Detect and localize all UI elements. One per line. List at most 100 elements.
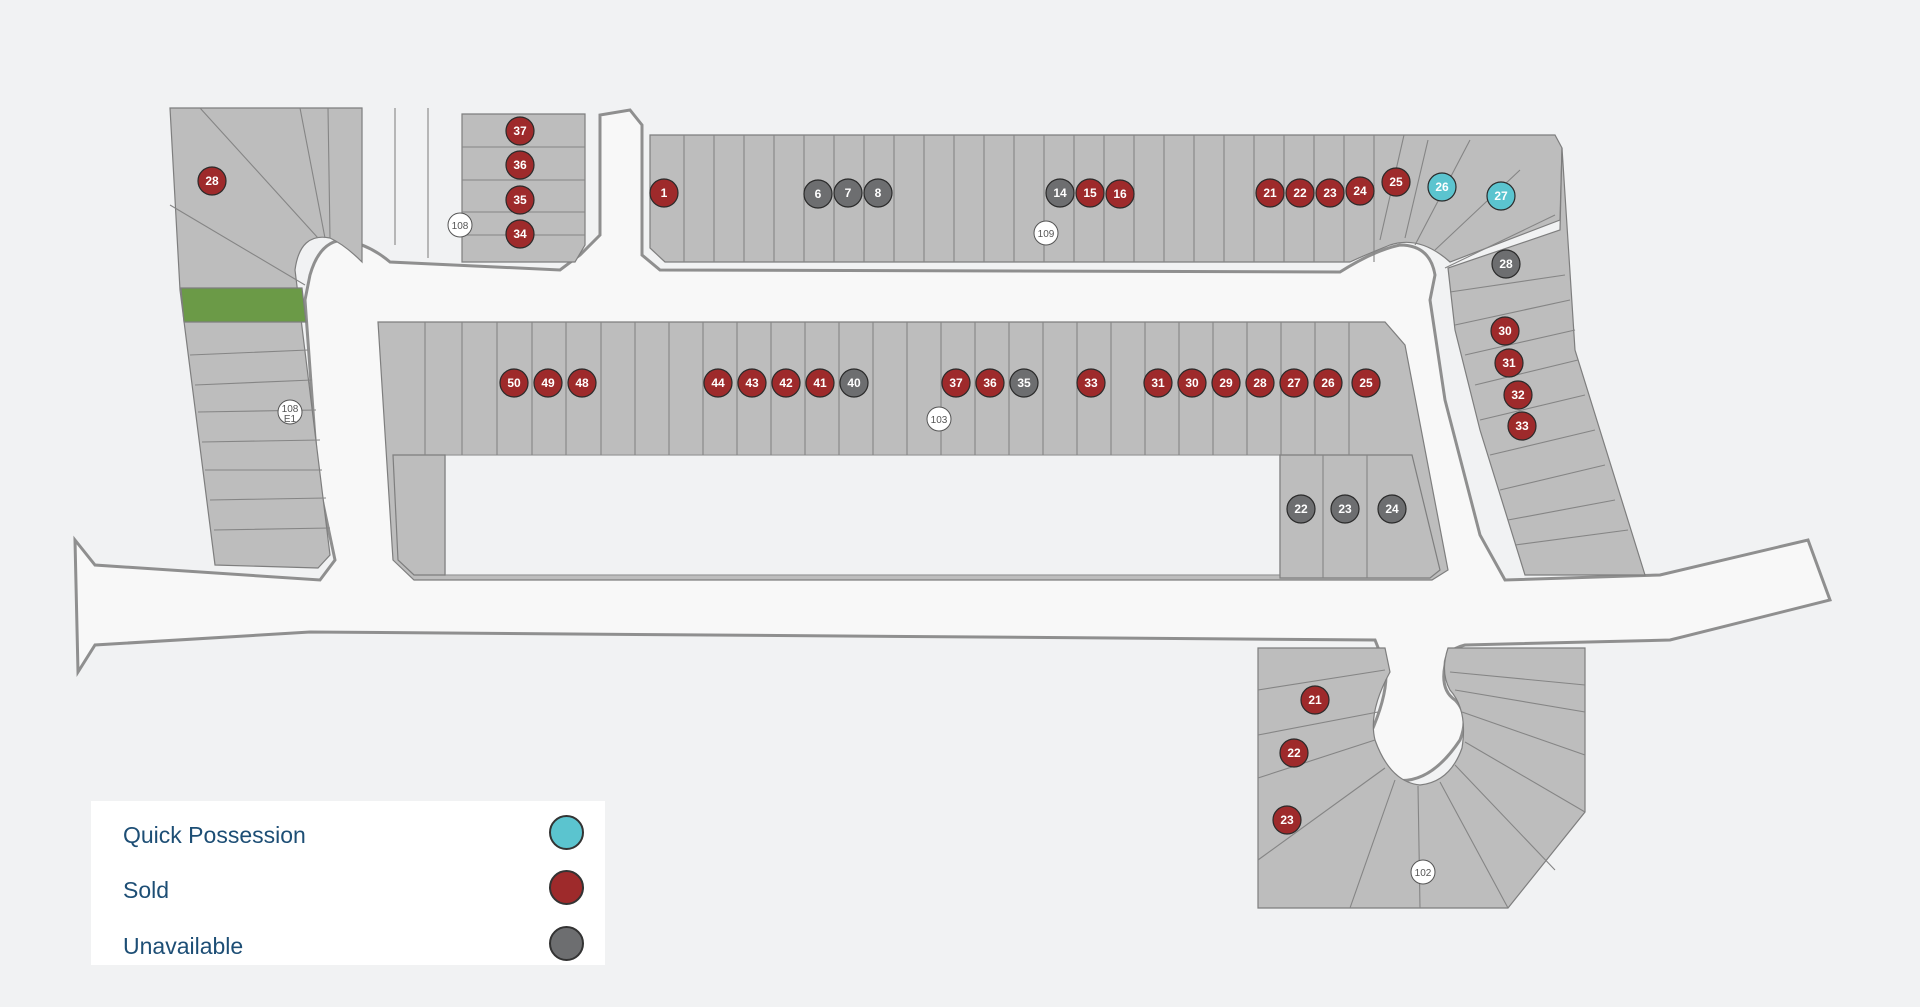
lot-marker-north-row-24[interactable]: 24	[1345, 176, 1375, 206]
lot-marker-circle	[1143, 368, 1173, 398]
lot-marker-circle	[1377, 494, 1407, 524]
lot-marker-middle-row-25[interactable]: 25	[1351, 368, 1381, 398]
street-marker-108: 108	[447, 212, 473, 238]
lot-marker-middle-lower-23[interactable]: 23	[1330, 494, 1360, 524]
lot-marker-north-row-14[interactable]: 14	[1045, 178, 1075, 208]
legend-sold[interactable]: Sold	[91, 866, 605, 910]
lot-marker-middle-lower-22[interactable]: 22	[1286, 494, 1316, 524]
lot-marker-circle	[505, 150, 535, 180]
lot-marker-north-row-6[interactable]: 6	[803, 179, 833, 209]
lot-marker-east-curve-31[interactable]: 31	[1494, 348, 1524, 378]
street-marker-circle	[447, 212, 473, 238]
street-marker-103: 103	[926, 406, 952, 432]
lot-marker-circle	[839, 368, 869, 398]
lot-marker-east-curve-28[interactable]: 28	[1491, 249, 1521, 279]
block-middle-inner	[444, 454, 1281, 576]
legend-quick-possession[interactable]: Quick Possession	[91, 811, 605, 855]
street-marker-label: 102	[1415, 868, 1432, 879]
lot-marker-middle-row-50[interactable]: 50	[499, 368, 529, 398]
sold-swatch-icon	[549, 870, 584, 905]
lot-marker-east-curve-33[interactable]: 33	[1507, 411, 1537, 441]
lot-marker-northwest-37[interactable]: 37	[505, 116, 535, 146]
lot-marker-north-row-25[interactable]: 25	[1381, 167, 1411, 197]
unavailable-swatch-icon	[549, 926, 584, 961]
lot-marker-north-row-1[interactable]: 1	[649, 178, 679, 208]
lot-marker-circle	[803, 179, 833, 209]
lot-marker-label: 21	[1263, 186, 1277, 200]
lot-marker-north-row-8[interactable]: 8	[863, 178, 893, 208]
lot-marker-label: 24	[1385, 502, 1399, 516]
lot-marker-middle-row-41[interactable]: 41	[805, 368, 835, 398]
lot-marker-label: 40	[847, 376, 861, 390]
legend-label-quick-possession: Quick Possession	[123, 822, 306, 848]
lot-marker-middle-row-36[interactable]: 36	[975, 368, 1005, 398]
lot-marker-label: 27	[1287, 376, 1301, 390]
lot-marker-circle	[1330, 494, 1360, 524]
lot-marker-circle	[1313, 368, 1343, 398]
lot-marker-circle	[1486, 181, 1516, 211]
legend-label-unavailable: Unavailable	[123, 933, 244, 959]
lot-marker-middle-row-35[interactable]: 35	[1009, 368, 1039, 398]
lot-marker-northwest-36[interactable]: 36	[505, 150, 535, 180]
green-space	[180, 287, 307, 323]
lot-marker-east-curve-32[interactable]: 32	[1503, 380, 1533, 410]
lot-marker-label: 23	[1280, 813, 1294, 827]
lot-marker-middle-row-42[interactable]: 42	[771, 368, 801, 398]
street-marker-label: 103	[931, 415, 948, 426]
lot-marker-north-row-15[interactable]: 15	[1075, 178, 1105, 208]
lot-marker-middle-row-28[interactable]: 28	[1245, 368, 1275, 398]
lot-marker-north-row-23[interactable]: 23	[1315, 178, 1345, 208]
lot-marker-label: 35	[513, 193, 527, 207]
lot-marker-north-row-16[interactable]: 16	[1105, 179, 1135, 209]
lot-marker-north-row-21[interactable]: 21	[1255, 178, 1285, 208]
legend-unavailable[interactable]: Unavailable	[91, 922, 605, 966]
block-south	[1257, 647, 1586, 909]
lot-marker-middle-row-26[interactable]: 26	[1313, 368, 1343, 398]
lot-marker-south-cul-de-sac-23[interactable]: 23	[1272, 805, 1302, 835]
lot-marker-middle-row-31[interactable]: 31	[1143, 368, 1173, 398]
lot-marker-label: 21	[1308, 693, 1322, 707]
lot-marker-circle	[1245, 368, 1275, 398]
lot-marker-middle-row-40[interactable]: 40	[839, 368, 869, 398]
lot-marker-label: 22	[1293, 186, 1307, 200]
lot-marker-label: 48	[575, 376, 589, 390]
lot-marker-middle-row-44[interactable]: 44	[703, 368, 733, 398]
lot-marker-northwest-34[interactable]: 34	[505, 219, 535, 249]
lot-marker-label: 41	[813, 376, 827, 390]
lot-marker-label: 36	[983, 376, 997, 390]
street-marker-109: 109	[1033, 220, 1059, 246]
lot-marker-south-cul-de-sac-22[interactable]: 22	[1279, 738, 1309, 768]
lot-marker-south-cul-de-sac-21[interactable]: 21	[1300, 685, 1330, 715]
lot-marker-middle-row-30[interactable]: 30	[1177, 368, 1207, 398]
lot-marker-north-row-26[interactable]: 26	[1427, 172, 1457, 202]
lot-marker-north-row-22[interactable]: 22	[1285, 178, 1315, 208]
lot-marker-circle	[1105, 179, 1135, 209]
lot-marker-east-curve-30[interactable]: 30	[1490, 316, 1520, 346]
lot-marker-middle-row-49[interactable]: 49	[533, 368, 563, 398]
lot-marker-middle-row-33[interactable]: 33	[1076, 368, 1106, 398]
lot-marker-circle	[703, 368, 733, 398]
lot-marker-label: 26	[1321, 376, 1335, 390]
lot-marker-middle-row-43[interactable]: 43	[737, 368, 767, 398]
lot-marker-label: 49	[541, 376, 555, 390]
lot-marker-northwest-35[interactable]: 35	[505, 185, 535, 215]
lot-marker-north-row-27[interactable]: 27	[1486, 181, 1516, 211]
street-marker-circle	[926, 406, 952, 432]
lot-marker-label: 25	[1359, 376, 1373, 390]
lot-marker-circle	[1381, 167, 1411, 197]
lot-marker-circle	[505, 116, 535, 146]
lot-marker-circle	[1503, 380, 1533, 410]
lot-marker-circle	[1315, 178, 1345, 208]
lot-marker-north-row-7[interactable]: 7	[833, 178, 863, 208]
lot-marker-middle-row-48[interactable]: 48	[567, 368, 597, 398]
lot-marker-middle-row-37[interactable]: 37	[941, 368, 971, 398]
lot-marker-northwest-28[interactable]: 28	[197, 166, 227, 196]
lot-marker-middle-lower-24[interactable]: 24	[1377, 494, 1407, 524]
lot-marker-label: 29	[1219, 376, 1233, 390]
block-middle-lower-right	[1279, 454, 1441, 579]
lot-marker-middle-row-29[interactable]: 29	[1211, 368, 1241, 398]
lot-marker-circle	[1076, 368, 1106, 398]
lot-marker-label: 31	[1151, 376, 1165, 390]
lot-marker-middle-row-27[interactable]: 27	[1279, 368, 1309, 398]
